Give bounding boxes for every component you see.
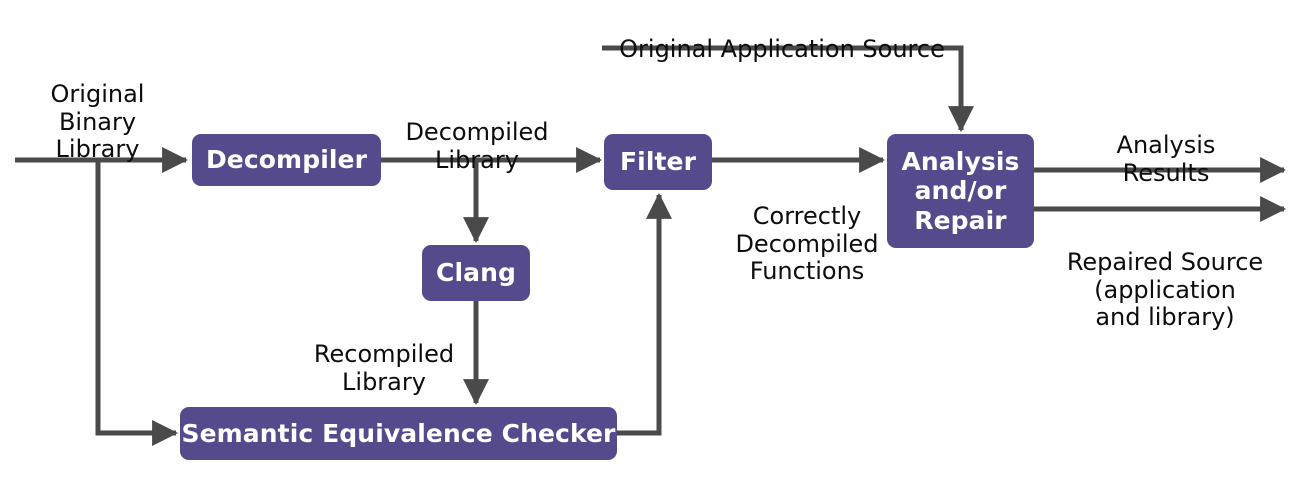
label-decompiled-library-text: Decompiled Library <box>405 117 549 174</box>
label-analysis-results: Analysis Results <box>1080 104 1252 187</box>
node-semantic-equivalence-checker-label: Semantic Equivalence Checker <box>181 418 616 448</box>
node-filter[interactable]: Filter <box>604 134 712 190</box>
label-original-binary-library-text: Original Binary Library <box>50 79 145 164</box>
node-clang[interactable]: Clang <box>422 245 530 301</box>
label-decompiled-library: Decompiled Library <box>396 91 558 174</box>
label-repaired-source-text: Repaired Source (application and library… <box>1066 247 1264 332</box>
node-semantic-equivalence-checker[interactable]: Semantic Equivalence Checker <box>180 407 617 460</box>
label-recompiled-library: Recompiled Library <box>302 313 466 396</box>
label-correctly-decompiled-functions: Correctly Decompiled Functions <box>722 175 892 286</box>
node-analysis-and-or-repair-label: Analysis and/or Repair <box>901 146 1020 235</box>
label-original-application-source-text: Original Application Source <box>619 34 945 63</box>
node-decompiler[interactable]: Decompiler <box>192 134 381 186</box>
label-original-application-source: Original Application Source <box>592 8 972 64</box>
label-recompiled-library-text: Recompiled Library <box>313 339 455 396</box>
label-analysis-results-text: Analysis Results <box>1116 130 1216 187</box>
edge-binary-to-checker <box>95 160 179 446</box>
node-decompiler-label: Decompiler <box>205 145 368 175</box>
edge-checker-to-filter <box>617 192 672 436</box>
edge-app-source-to-analysis <box>602 45 974 133</box>
node-analysis-and-or-repair[interactable]: Analysis and/or Repair <box>887 134 1034 248</box>
node-clang-label: Clang <box>436 258 516 288</box>
node-filter-label: Filter <box>619 147 697 177</box>
label-correctly-decompiled-functions-text: Correctly Decompiled Functions <box>735 201 879 286</box>
label-original-binary-library: Original Binary Library <box>20 53 175 164</box>
label-repaired-source: Repaired Source (application and library… <box>1050 221 1280 332</box>
